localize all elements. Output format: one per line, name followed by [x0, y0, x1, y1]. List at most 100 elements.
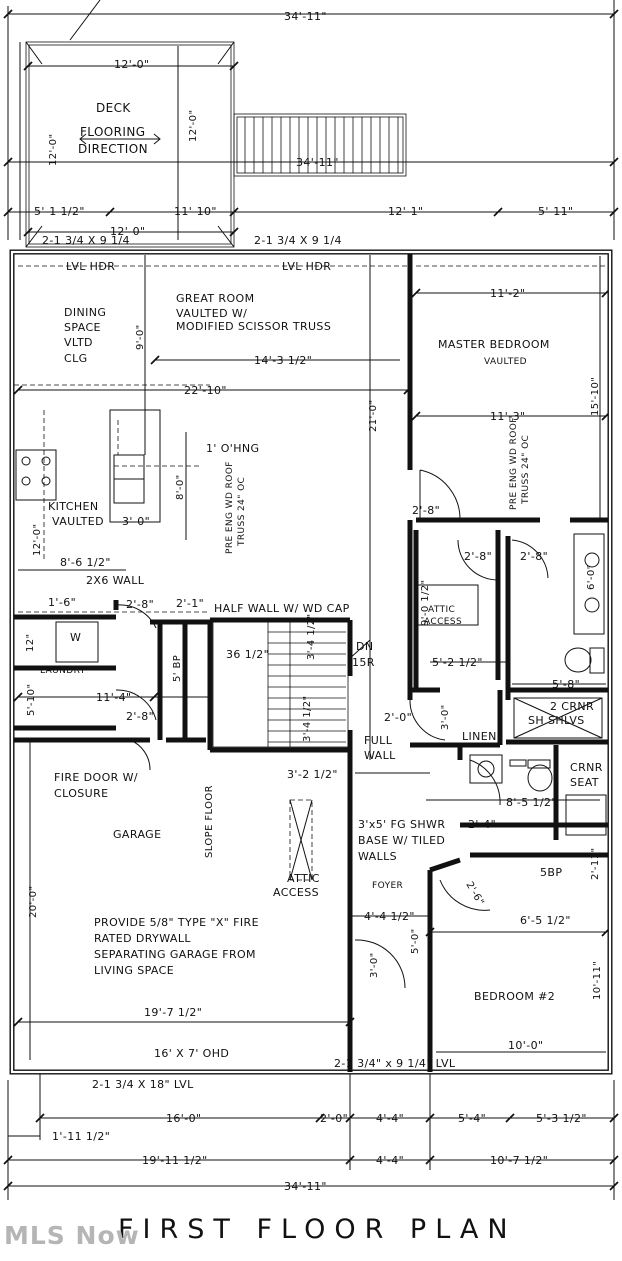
- deck-label: DECK: [96, 101, 131, 115]
- master-vaulted: VAULTED: [484, 357, 527, 367]
- dim-deck-width: 12'-0": [114, 58, 149, 71]
- door-swings: [115, 469, 549, 989]
- dim-top-overall: 34'-11": [284, 10, 327, 23]
- dim-4-4-12: 4'-4 1/2": [364, 910, 415, 923]
- shower-1: 3'x5' FG SHWR: [358, 818, 445, 831]
- dim-bottom-overall: 34'-11": [284, 1180, 327, 1193]
- dining-vltd: VLTD: [64, 336, 93, 349]
- dim-3-4-12-b: 3'-4 1/2": [302, 695, 313, 742]
- dim-seg-2: 11'-10": [174, 205, 217, 218]
- dim-2-0-bottom: 2'-0": [320, 1112, 348, 1125]
- dim-5-3-12: 5'-3 1/2": [536, 1112, 587, 1125]
- dim-5-4: 5'-4": [458, 1112, 486, 1125]
- dim-3-0-closet: 3'-0": [440, 704, 451, 730]
- washer-w: W: [70, 631, 81, 644]
- overhead-door: 16' X 7' OHD: [154, 1047, 229, 1060]
- dim-8-0: 8'-0": [175, 474, 186, 500]
- fire-door-1: FIRE DOOR W/: [54, 771, 138, 784]
- dim-4-4-b: 4'-4": [376, 1154, 404, 1167]
- dimension-lines: [3, 0, 619, 1200]
- exterior-walls: [9, 249, 613, 1075]
- attic-access-label: ATTIC: [287, 872, 320, 885]
- truss-note-1: PRE ENG WD ROOF: [225, 461, 235, 554]
- dim-2-8-e: 2'-8": [126, 710, 154, 723]
- dim-3-4-12-a: 3'-4 1/2": [306, 613, 317, 660]
- dim-10-0: 10'-0": [508, 1039, 543, 1052]
- dim-22-10: 22'-10": [184, 384, 227, 397]
- master-bedroom-label: MASTER BEDROOM: [438, 338, 550, 351]
- windows: [60, 249, 580, 1075]
- attic-access-small: ATTIC: [428, 605, 455, 615]
- kitchen-vaulted: VAULTED: [52, 515, 104, 528]
- beam-top-right: 2-1 3/4 X 9 1/4: [254, 234, 342, 247]
- dim-deck-bottom: 12'-0": [110, 225, 145, 238]
- dim-21-0: 21'-0": [368, 400, 379, 432]
- linen-label: LINEN: [462, 730, 497, 743]
- dim-5-10: 5'-10": [26, 684, 37, 716]
- great-room-truss: MODIFIED SCISSOR TRUSS: [176, 320, 331, 333]
- dim-3-2-12: 3'-2 1/2": [287, 768, 338, 781]
- corner-seat-2: SEAT: [570, 776, 599, 789]
- bath-fixtures: [417, 533, 607, 836]
- bedroom2-label: BEDROOM #2: [474, 990, 555, 1003]
- dim-master-depth: 15'-10": [590, 377, 601, 416]
- dim-12-kitchen: 12'-0": [32, 524, 43, 556]
- dim-11-4: 11'-4": [96, 691, 131, 704]
- dining-space: SPACE: [64, 321, 101, 334]
- kitchen-island: [109, 409, 161, 523]
- dim-36-12: 36 1/2": [226, 648, 269, 661]
- beam-bottom: 2-1 3/4" x 9 1/4" LVL: [334, 1057, 456, 1070]
- dim-master-width: 11'-2": [490, 287, 525, 300]
- foyer-label: FOYER: [372, 881, 403, 891]
- half-wall-note: HALF WALL W/ WD CAP: [214, 602, 350, 615]
- bp-vertical: 5' BP: [172, 655, 183, 682]
- dim-8-5-12: 8'-5 1/2": [506, 796, 557, 809]
- truss-note-2: TRUSS 24" OC: [237, 477, 247, 547]
- dim-19-11-12: 19'-11 1/2": [142, 1154, 208, 1167]
- dim-5-8: 5'-8": [552, 678, 580, 691]
- dim-11-3: 11'-3": [490, 410, 525, 423]
- dim-10-7-12: 10'-7 1/2": [490, 1154, 548, 1167]
- deck-stairs: [233, 113, 407, 177]
- fire-door-2: CLOSURE: [54, 787, 109, 800]
- dim-16-0: 16'-0": [166, 1112, 201, 1125]
- dining-label: DINING: [64, 306, 106, 319]
- truss-note-4: TRUSS 24" OC: [521, 435, 531, 505]
- lvl-hdr-left: LVL HDR: [66, 260, 115, 273]
- stair-down: DN: [356, 640, 374, 653]
- flooring-label: FLOORING: [80, 125, 145, 139]
- plan-title: FIRST FLOOR PLAN: [118, 1214, 517, 1245]
- laundry-washer: [55, 621, 99, 663]
- shower-3: WALLS: [358, 850, 397, 863]
- dim-8-6: 8'-6 1/2": [60, 556, 111, 569]
- dim-1-6: 1'-6": [48, 596, 76, 609]
- bp-horizontal: 5BP: [540, 866, 562, 879]
- corner-shelves-1: 2 CRNR: [550, 700, 594, 713]
- dim-5-0: 5'-0": [410, 928, 421, 954]
- range-stove: [15, 410, 57, 560]
- great-room-vaulted: VAULTED W/: [176, 307, 247, 320]
- corner-shelves-2: SH SHLVS: [528, 714, 585, 727]
- direction-label: DIRECTION: [78, 142, 148, 156]
- drywall-3: SEPARATING GARAGE FROM: [94, 948, 256, 961]
- dim-deck-depth-2: 12'-0": [188, 110, 199, 142]
- beam-top-left: 2-1 3/4 X 9 1/4: [42, 234, 130, 247]
- dim-2-8-c: 2'-8": [520, 550, 548, 563]
- drywall-4: LIVING SPACE: [94, 964, 174, 977]
- attic-access-label-2: ACCESS: [273, 886, 319, 899]
- lvl-hdr-right: LVL HDR: [282, 260, 331, 273]
- slope-floor-label: SLOPE FLOOR: [204, 785, 215, 858]
- dim-12-laundry: 12": [25, 633, 36, 652]
- dim-2-6: 2'-6": [463, 880, 485, 908]
- dim-6-5-12: 6'-5 1/2": [520, 914, 571, 927]
- dim-2-8-a: 2'-8": [412, 504, 440, 517]
- overhang-note: 1' O'HNG: [206, 442, 259, 455]
- dim-1-11-12: 1'-11 1/2": [52, 1130, 110, 1143]
- laundry-label: LAUNDRY: [40, 666, 86, 676]
- dim-seg-3: 12'-1": [388, 205, 423, 218]
- dim-seg-4: 5'-11": [538, 205, 573, 218]
- dim-deck-depth: 12'-0": [48, 134, 59, 166]
- dimension-labels: 34'-11" 12'-0" 12'-0" 12'-0" 34'-11" 5'-…: [25, 10, 603, 1193]
- dim-19-7-12: 19'-7 1/2": [144, 1006, 202, 1019]
